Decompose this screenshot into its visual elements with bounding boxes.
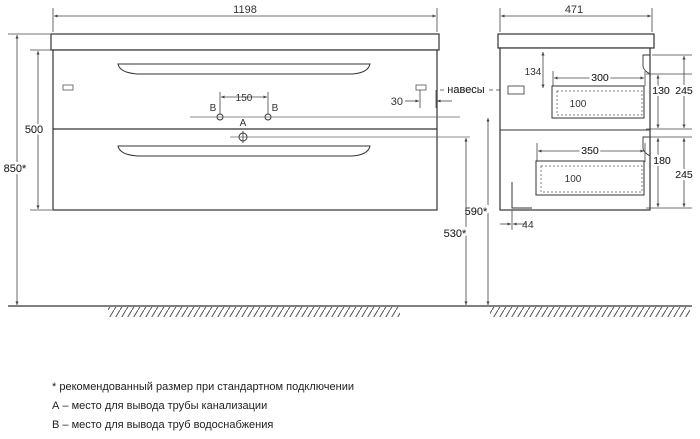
lower-drawer-h2-label: 245 (675, 169, 693, 181)
height-850-label: 850* (4, 163, 27, 175)
height-590-text: 590* (465, 206, 488, 218)
lower-drawer-h1-text: 180 (653, 155, 671, 167)
note-pipe-b: В – место для вывода труб водоснабжения (52, 419, 274, 431)
lower-drawer-h1-label: 180 (653, 155, 671, 167)
upper-drawer-h1-text: 130 (652, 85, 670, 97)
bottom-offset-label: 44 (522, 219, 534, 231)
pipe-b-left-label: B (210, 103, 217, 114)
height-590-label: 590* (465, 206, 488, 218)
pipe-b-right-label: B (272, 103, 279, 114)
lower-drawer-depth-label: 350 (581, 145, 599, 157)
dimension-depth (499, 8, 653, 32)
dimension-pipe-b-spacing (219, 92, 269, 114)
height-850-text: 850* (4, 163, 27, 175)
floor-hatch-side (490, 307, 690, 317)
dimension-upper-drawer-height (646, 54, 692, 130)
lower-drawer-inner (540, 165, 643, 193)
countertop (50, 33, 440, 51)
lower-drawer-box (535, 160, 645, 196)
side-countertop (497, 33, 655, 49)
upper-drawer-handle (117, 63, 371, 75)
lower-drawer-inner-label: 100 (565, 174, 582, 185)
hinges-label: навесы (447, 84, 485, 96)
dimension-height-500 (30, 49, 52, 211)
hinge-offset-label: 30 (391, 96, 403, 108)
upper-drawer-inner-label: 100 (570, 99, 587, 110)
dimension-bottom-offset (500, 210, 527, 230)
upper-drawer-inner (556, 90, 643, 116)
floor-hatch-front (108, 307, 400, 317)
pipe-b-spacing-label: 150 (236, 93, 253, 104)
upper-drawer-depth-label: 300 (591, 72, 609, 84)
height-500-text: 500 (25, 124, 43, 136)
upper-drawer-h2-text: 245 (675, 85, 693, 97)
upper-drawer-depth-text: 300 (591, 72, 609, 84)
height-530-text: 530* (444, 228, 467, 240)
dimension-lower-drawer-depth (536, 143, 646, 162)
right-hinge-mark (415, 84, 427, 91)
cabinet-body (52, 49, 438, 211)
side-hinge (507, 85, 525, 95)
height-530-label: 530* (444, 228, 467, 240)
top-offset-label: 134 (525, 67, 542, 78)
pipe-a-label: A (240, 118, 247, 129)
upper-drawer-h2-label: 245 (675, 85, 693, 97)
front-view: 1198 150 B B A (50, 4, 470, 211)
depth-label: 471 (565, 4, 583, 16)
side-bottom-bracket (511, 182, 532, 209)
side-view: 471 134 300 300 100 (497, 4, 695, 231)
notes: * рекомендованный размер при стандартном… (52, 378, 354, 435)
lower-drawer-handle (117, 145, 371, 157)
dimension-upper-drawer-depth (552, 71, 646, 86)
note-asterisk: * рекомендованный размер при стандартном… (52, 381, 354, 393)
width-label: 1198 (233, 4, 257, 16)
dimension-width (52, 8, 438, 32)
dimension-lower-drawer-height (646, 136, 692, 209)
height-500-label: 500 (25, 124, 43, 136)
left-hinge-mark (62, 84, 74, 91)
note-pipe-a: А – место для вывода трубы канализации (52, 400, 268, 412)
hinges-label-text: навесы (447, 84, 485, 96)
upper-drawer-h1-label: 130 (652, 85, 670, 97)
lower-drawer-h2-text: 245 (675, 169, 693, 181)
dimension-height-850 (8, 33, 50, 305)
lower-drawer-depth-text: 350 (581, 145, 599, 157)
